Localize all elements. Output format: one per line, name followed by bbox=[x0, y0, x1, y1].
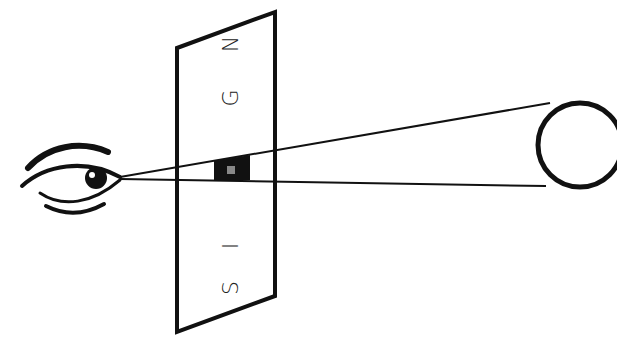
eye-highlight bbox=[89, 172, 95, 178]
sign-letter: N bbox=[220, 36, 242, 52]
lower-lash bbox=[46, 204, 104, 213]
sight-line bbox=[120, 103, 550, 177]
lower-eyelid bbox=[40, 180, 120, 202]
sight-line bbox=[120, 179, 546, 186]
sign-letter: I bbox=[220, 243, 242, 250]
sign-letter: S bbox=[220, 281, 242, 295]
sign-letter: G bbox=[220, 89, 242, 106]
occluded-patch bbox=[214, 155, 250, 181]
patch-highlight bbox=[227, 166, 235, 174]
sign-plane bbox=[177, 12, 275, 332]
iris bbox=[85, 167, 107, 189]
distant-circle bbox=[538, 103, 617, 187]
